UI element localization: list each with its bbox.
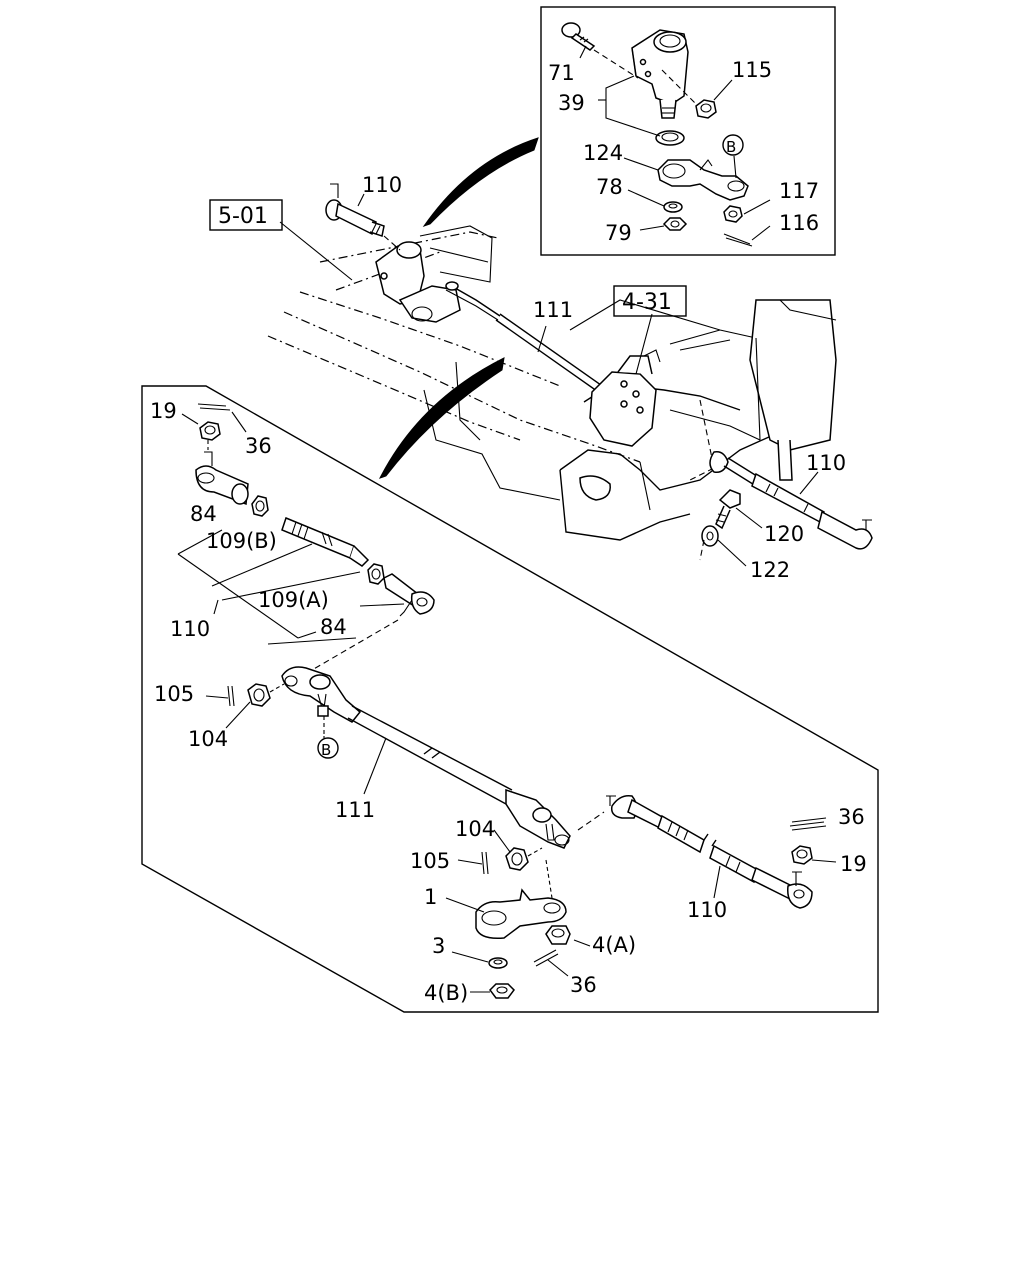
washer-3	[488, 957, 508, 969]
callout-71: 71	[548, 61, 575, 85]
ref-box-5-01: 5-01	[209, 199, 283, 231]
cotter-pin-36-bottom	[533, 949, 559, 967]
ref-5-01-label: 5-01	[218, 204, 268, 229]
top-right-tie-rod	[709, 450, 873, 550]
tie-rod-end-84-left	[195, 451, 249, 506]
top-drag-link-111	[445, 281, 609, 397]
cotter-pin-116	[723, 233, 753, 247]
callout-120: 120	[764, 522, 804, 546]
callout-110-detail: 110	[170, 617, 210, 641]
callout-111-top: 111	[533, 298, 573, 322]
steering-knuckle-39	[631, 29, 697, 119]
tie-rod-end-84-right	[311, 573, 435, 671]
inset-pointer-arrow	[422, 137, 539, 227]
lock-nut-109a	[367, 563, 385, 585]
nut-4b	[489, 983, 515, 999]
bolt-120	[715, 489, 741, 530]
callout-111-detail: 111	[335, 798, 375, 822]
detail-pointer-arrow	[378, 357, 505, 479]
pin-105-left	[227, 685, 235, 707]
inset-callouts: 71 115 39 124 B 78 117 79 116	[548, 58, 819, 245]
nut-19-right	[791, 845, 813, 865]
tie-rod-110-right	[606, 794, 813, 909]
nut-115	[695, 99, 717, 119]
callout-36-bottom: 36	[570, 973, 597, 997]
callout-B-inset: B	[726, 138, 736, 156]
callout-3: 3	[432, 934, 445, 958]
callout-110-top-left: 110	[362, 173, 402, 197]
washer-78	[663, 201, 683, 213]
bolt-71	[561, 22, 639, 79]
vehicle-frame-overview	[267, 137, 873, 567]
nut-117	[723, 205, 743, 223]
callout-105-mid: 105	[410, 849, 450, 873]
adjuster-109b	[281, 517, 370, 567]
drag-link-111	[347, 705, 605, 849]
ref-box-4-31: 4-31	[613, 285, 687, 317]
steering-gear-box	[589, 349, 661, 447]
callout-117: 117	[779, 179, 819, 203]
callout-122: 122	[750, 558, 790, 582]
frame-left-knuckle	[375, 241, 461, 323]
detail-callouts: 19 36 84 109(B) 109(A) 110 84 105 104 B …	[150, 399, 867, 1005]
nut-79	[662, 217, 688, 231]
top-left-tie-rod	[325, 183, 401, 251]
overview-callouts: 110 5-01 111 4-31 110 120 122	[209, 173, 846, 582]
nut-104-mid	[505, 847, 543, 871]
nut-19-top	[199, 421, 221, 450]
drag-link-end-left	[281, 666, 362, 736]
callout-79: 79	[605, 221, 632, 245]
ref-4-31-label: 4-31	[622, 290, 672, 315]
callout-B-inset-circle	[722, 134, 744, 156]
callout-116: 116	[779, 211, 819, 235]
inset-detail-box	[540, 6, 836, 256]
pitman-arm-1	[475, 888, 567, 940]
pin-105-mid	[481, 851, 489, 875]
callout-36-top: 36	[245, 434, 272, 458]
callout-105-left: 105	[154, 682, 194, 706]
callout-104-mid: 104	[455, 817, 495, 841]
callout-104-left: 104	[188, 727, 228, 751]
callout-110-top-right: 110	[806, 451, 846, 475]
callout-B-detail-circle	[317, 737, 339, 759]
callout-109a: 109(A)	[258, 588, 329, 612]
callout-115: 115	[732, 58, 772, 82]
callout-19-top: 19	[150, 399, 177, 423]
callout-84-bottom: 84	[320, 615, 347, 639]
callout-39: 39	[558, 91, 585, 115]
callout-19-right: 19	[840, 852, 867, 876]
cotter-pin-36-right	[789, 821, 827, 831]
cotter-pin-36-top	[197, 403, 231, 411]
callout-4b: 4(B)	[424, 981, 468, 1005]
callout-124: 124	[583, 141, 623, 165]
nut-4a	[545, 925, 571, 945]
washer-122	[701, 525, 719, 547]
lock-nut-left	[251, 495, 269, 517]
steering-arm-124	[657, 159, 749, 201]
callout-4a: 4(A)	[592, 933, 636, 957]
callout-110-right: 110	[687, 898, 727, 922]
callout-109b: 109(B)	[206, 529, 277, 553]
callout-B-detail: B	[321, 741, 331, 759]
nut-104-left	[247, 683, 285, 707]
callout-36-right: 36	[838, 805, 865, 829]
callout-78: 78	[596, 175, 623, 199]
callout-1: 1	[424, 885, 437, 909]
callout-84-top: 84	[190, 502, 217, 526]
exploded-detail-box	[141, 385, 879, 1013]
